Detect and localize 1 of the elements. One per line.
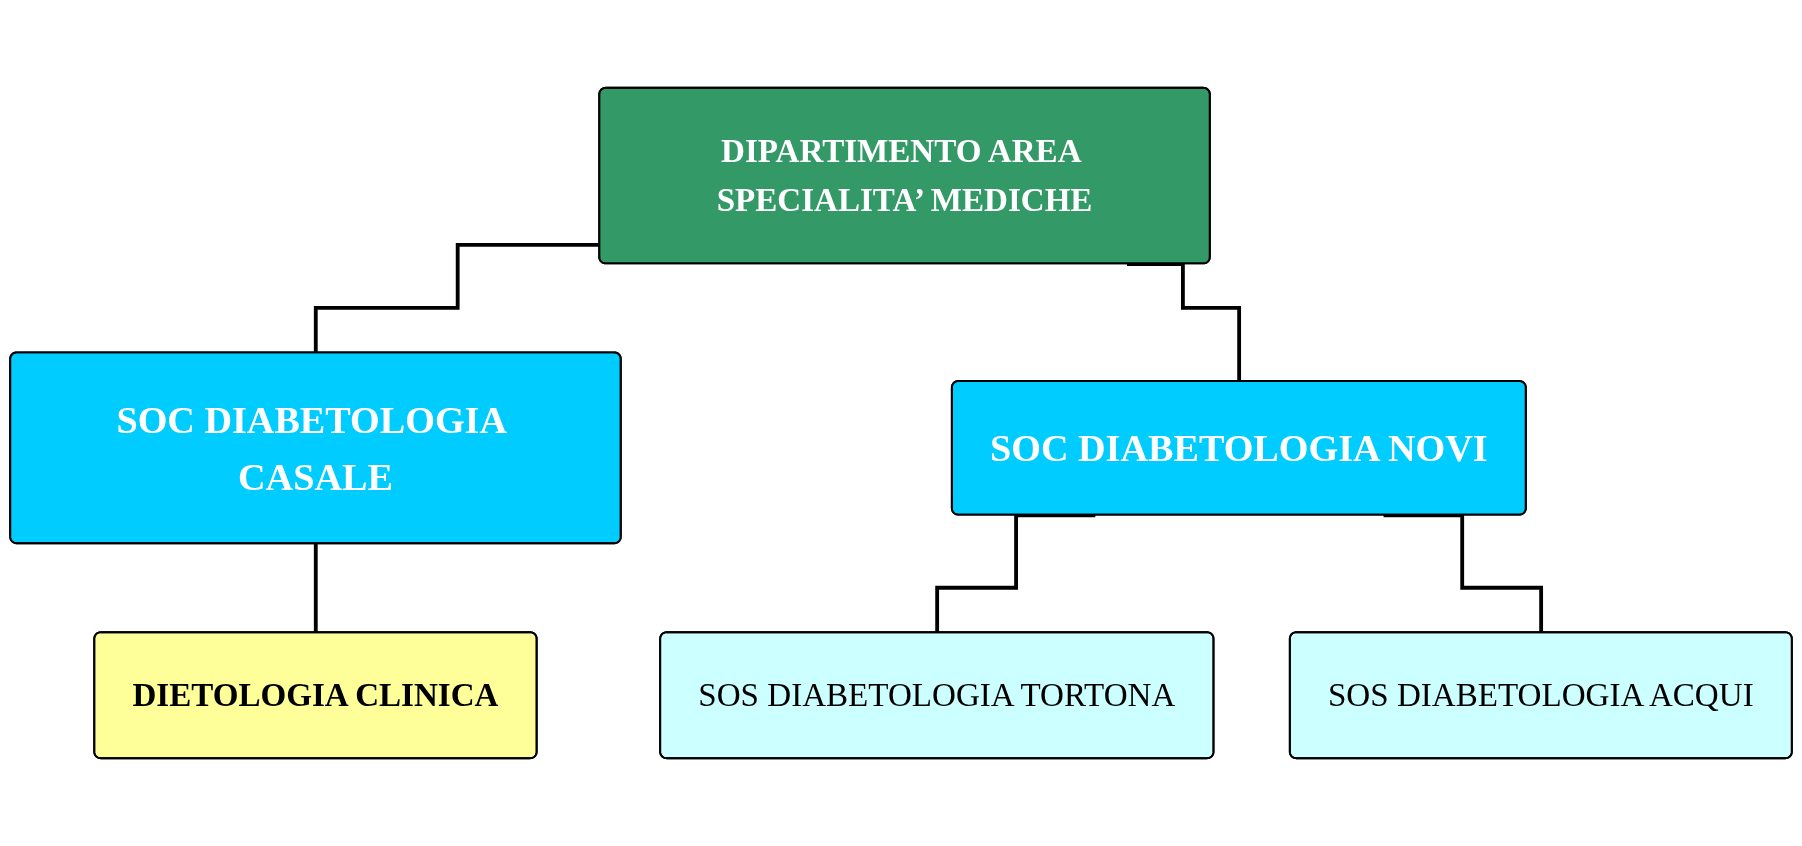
org-chart: DIPARTIMENTO AREA SPECIALITA’ MEDICHE SOC DIABETOLOGIA CASALE SOC DIABETOLOGIA NOVI DIETOLOGIA CLINICA SOS DIABETOLOGIA TORTONA SOS DIABETOLOGIA ACQUI xyxy=(0,0,1802,846)
